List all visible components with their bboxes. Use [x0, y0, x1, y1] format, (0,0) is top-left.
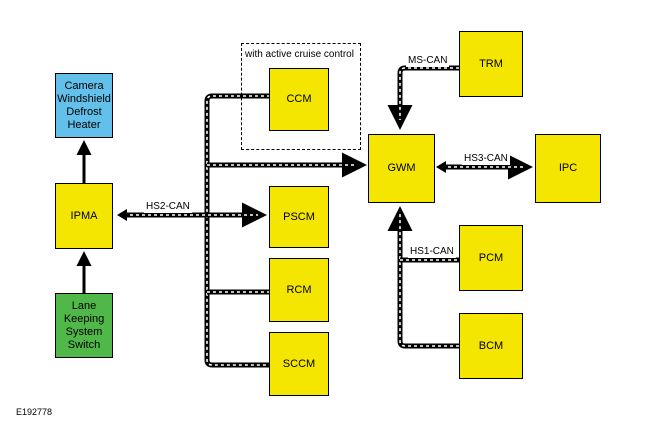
- ipma-module: IPMA: [55, 183, 113, 249]
- hs2-ipma-pscm: [117, 202, 267, 228]
- bcm-module: BCM: [459, 313, 523, 379]
- trm-module: TRM: [459, 31, 523, 97]
- ccm-module: CCM: [269, 68, 329, 131]
- lane-keeping-switch: Lane Keeping System Switch: [55, 293, 113, 358]
- hs3-can-line: [436, 154, 533, 180]
- camera-defrost-heater-module: Camera Windshield Defrost Heater: [55, 73, 113, 138]
- sccm-module: SCCM: [269, 332, 329, 396]
- pcm-module: PCM: [459, 225, 523, 291]
- ms-can-line: [387, 65, 459, 130]
- ipc-module: IPC: [535, 134, 601, 203]
- hs1-can-line: [387, 206, 459, 349]
- hs2-branches: [207, 152, 367, 295]
- rcm-module: RCM: [269, 258, 329, 322]
- optional-group-label: with active cruise control: [245, 49, 354, 60]
- pscm-module: PSCM: [269, 186, 329, 248]
- figure-id: E192778: [14, 406, 55, 418]
- hs1-can-label: HS1-CAN: [408, 246, 456, 258]
- hs2-can-backbone: [204, 93, 270, 368]
- hs2-can-label: HS2-CAN: [144, 201, 192, 213]
- active-cruise-control-group: [241, 43, 361, 150]
- ms-can-label: MS-CAN: [406, 55, 450, 67]
- hs3-can-label: HS3-CAN: [462, 153, 510, 165]
- gwm-module: GWM: [368, 134, 435, 203]
